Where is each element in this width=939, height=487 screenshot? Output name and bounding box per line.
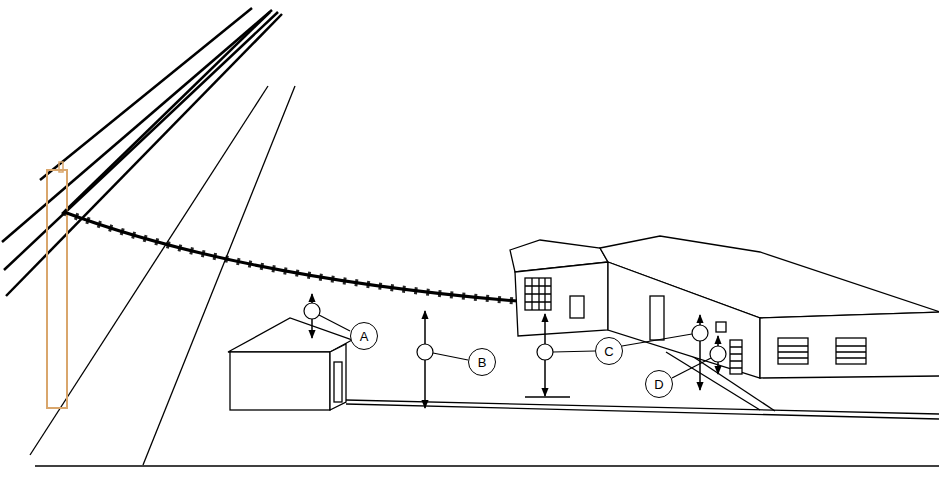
callout-circle: A [350,322,378,350]
power-line [62,12,270,214]
power-line [2,10,272,242]
house [510,236,939,378]
window [836,338,866,364]
leader-line [553,351,595,352]
leader-lines [319,315,711,378]
marker-circle [692,325,708,341]
marker-circle [417,344,433,360]
house-wing-front [515,262,608,336]
window-grid [778,346,808,358]
power-line [4,12,278,270]
power-lines [2,8,282,296]
garage [228,318,352,410]
marker-circle [537,344,553,360]
callout-letter: A [360,330,369,343]
clearance-dimensions [312,294,718,408]
window-grid [836,346,866,358]
leader-line [622,334,692,346]
callout-letter: D [654,378,663,391]
pole-top [59,162,63,172]
leader-line [319,315,350,331]
leader-line [433,353,468,360]
callout-circle: B [468,348,496,376]
window-grid [730,347,742,368]
marker-circle [304,303,320,319]
window [778,338,808,364]
window [525,278,551,310]
meter [716,322,726,332]
window-grid [525,278,551,310]
marker-circle [710,346,726,362]
curb-line [35,465,939,466]
house-main-front [760,312,939,378]
utility-pole [47,170,67,408]
road [30,86,939,466]
callout-letter: B [478,356,487,369]
garage-door [334,362,342,402]
window [570,296,584,318]
garage-side [330,344,346,410]
house-main-side [608,262,760,378]
reference-line [525,396,570,398]
callout-circle: C [595,337,623,365]
leader-line [672,358,711,378]
dimension-markers [304,303,726,362]
ground-line [346,404,939,419]
window [730,340,742,374]
door [650,296,664,340]
callout-circle: D [645,370,673,398]
garage-front [230,352,330,410]
callout-letter: C [604,345,613,358]
